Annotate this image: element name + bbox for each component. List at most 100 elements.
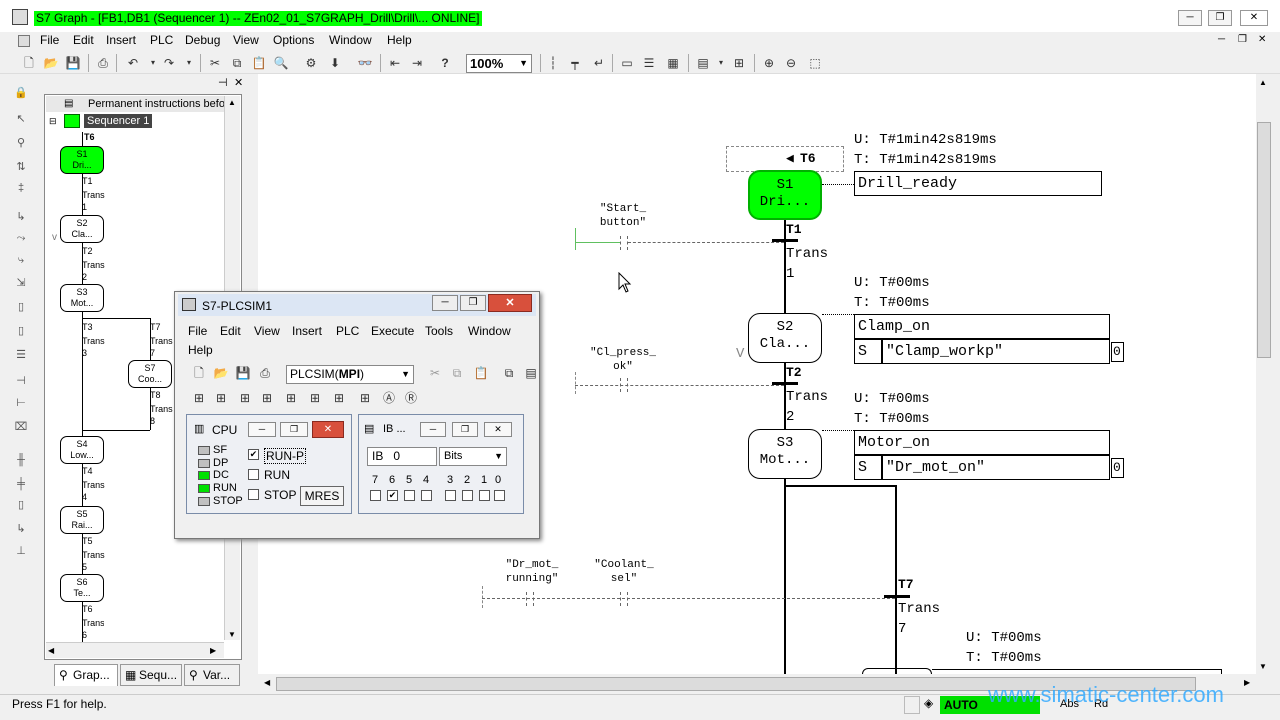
nav-horizontal-scrollbar[interactable] (46, 642, 224, 658)
plcsim-menu-view[interactable]: View (254, 324, 280, 338)
redo-icon[interactable]: ↷ (163, 56, 175, 70)
mdi-restore-button[interactable]: ❐ (1238, 34, 1247, 45)
close-branch-icon[interactable]: ▯ (17, 301, 25, 313)
zoom-out-icon[interactable]: ⊖ (785, 56, 797, 70)
paste-icon[interactable]: 📋 (251, 56, 267, 70)
menu-edit[interactable]: Edit (73, 33, 94, 47)
plcsim-connection-select[interactable]: PLCSIM(MPI)▼ (286, 365, 414, 384)
and-icon[interactable]: ╫ (17, 454, 25, 466)
doc-icon[interactable] (18, 35, 30, 47)
horizontal-scroll-thumb[interactable] (276, 677, 1196, 691)
t7-contact-2[interactable] (620, 592, 628, 606)
tab-variables[interactable]: ⚲Var... (184, 664, 240, 686)
step-s7-partial[interactable] (862, 668, 932, 674)
plcsim-maximize-button[interactable]: ❐ (460, 295, 486, 311)
s1-action-box[interactable]: Drill_ready (854, 171, 1102, 196)
jump-icon[interactable]: ↳ (16, 211, 26, 223)
menu-window[interactable]: Window (329, 33, 372, 47)
close-button[interactable]: ✕ (1240, 10, 1268, 26)
menu-debug[interactable]: Debug (185, 33, 221, 47)
action-icon[interactable]: ▯ (17, 325, 25, 337)
scroll-left-icon[interactable]: ◀ (48, 646, 55, 655)
download-icon[interactable]: ⬇ (329, 56, 341, 70)
insert-counter-icon[interactable]: ⊞ (285, 391, 297, 405)
overview-icon[interactable]: ⊞ (733, 56, 745, 70)
mdi-minimize-button[interactable]: ─ (1218, 34, 1226, 45)
insert-vertical-bits-icon[interactable]: ⊞ (333, 391, 345, 405)
compile-icon[interactable]: ⚙ (305, 56, 317, 70)
sequencer-label[interactable]: Sequencer 1 (84, 114, 153, 128)
open-icon[interactable]: 📂 (43, 56, 59, 70)
insert-step-icon[interactable]: ┆ (549, 56, 557, 70)
bit-checkbox-7[interactable] (370, 490, 381, 501)
insert-timer-icon[interactable]: ⊞ (261, 391, 273, 405)
s3-action-box[interactable]: Motor_on (854, 430, 1110, 455)
comment-icon[interactable]: ▭ (621, 56, 633, 70)
maximize-button[interactable]: ❐ (1208, 10, 1232, 26)
plcsim-app-icon[interactable] (182, 298, 196, 311)
plcsim-close-button[interactable]: ✕ (488, 294, 532, 312)
undo-dropdown-icon[interactable]: ▾ (150, 58, 155, 67)
insert-output-icon[interactable]: ⊞ (215, 391, 227, 405)
s3-operand[interactable]: "Dr_mot_on" (882, 455, 1110, 480)
bit-checkbox-5[interactable] (404, 490, 415, 501)
zoom-select[interactable]: 100%▼ (466, 54, 532, 73)
bit-checkbox-1[interactable] (479, 490, 490, 501)
view-icon[interactable]: ▤ (697, 56, 709, 70)
print-icon[interactable]: ⎙ (98, 56, 108, 70)
run-label[interactable]: RUN (264, 468, 290, 482)
cpu-minimize-button[interactable]: ─ (248, 422, 276, 437)
plcsim-paste-icon[interactable]: 📋 (473, 366, 489, 380)
insert-accu-icon[interactable]: Ⓐ (382, 391, 395, 405)
app-icon[interactable] (12, 9, 28, 25)
panel-close-icon[interactable]: ✕ (234, 77, 244, 89)
scroll-right-icon[interactable]: ▶ (210, 646, 217, 655)
save-icon[interactable]: 💾 (65, 56, 81, 70)
plcsim-cut-icon[interactable]: ✂ (429, 366, 441, 380)
insert-generic-icon[interactable]: ⊞ (309, 391, 321, 405)
insert-block-regs-icon[interactable]: Ⓡ (404, 391, 417, 405)
plcsim-menu-window[interactable]: Window (468, 324, 511, 338)
t7-contact-1[interactable] (526, 592, 534, 606)
contact-no-icon[interactable]: ⊣ (16, 375, 26, 387)
ib-close-button[interactable]: ✕ (484, 422, 512, 437)
undo-icon[interactable]: ↶ (127, 56, 139, 70)
transition-bar-t7[interactable] (884, 595, 910, 598)
plcsim-minimize-button[interactable]: ─ (432, 295, 458, 311)
monitor-icon[interactable]: 👓 (357, 56, 373, 70)
scroll-up-icon[interactable]: ▲ (228, 98, 236, 107)
lock-icon[interactable]: 🔒 (14, 87, 28, 99)
plcsim-new-icon[interactable]: 🗋 (194, 366, 204, 380)
plcsim-cascade-icon[interactable]: ⧉ (504, 366, 514, 380)
branch-icon[interactable]: ⤳ (16, 232, 26, 244)
alt-branch-icon[interactable]: ⤷ (17, 254, 25, 266)
insert-stack-icon[interactable]: ⊞ (359, 391, 371, 405)
find-icon[interactable]: 🔍 (273, 56, 289, 70)
pointer-icon[interactable]: ↖ (16, 113, 26, 125)
bit-checkbox-2[interactable] (462, 490, 473, 501)
plcsim-menu-edit[interactable]: Edit (220, 324, 241, 338)
scroll-down-icon[interactable]: ▼ (228, 630, 236, 639)
box-icon[interactable]: ⌧ (14, 421, 28, 433)
plcsim-copy-icon[interactable]: ⧉ (452, 366, 462, 380)
insert-marker-icon[interactable]: ⊞ (239, 391, 251, 405)
copy-icon[interactable]: ⧉ (232, 56, 242, 70)
t1-contact[interactable] (620, 236, 628, 250)
sim-branch-icon[interactable]: ⇲ (16, 277, 26, 289)
transition-bar-t1[interactable] (772, 239, 798, 242)
zoom-in-icon[interactable]: ⊕ (763, 56, 775, 70)
